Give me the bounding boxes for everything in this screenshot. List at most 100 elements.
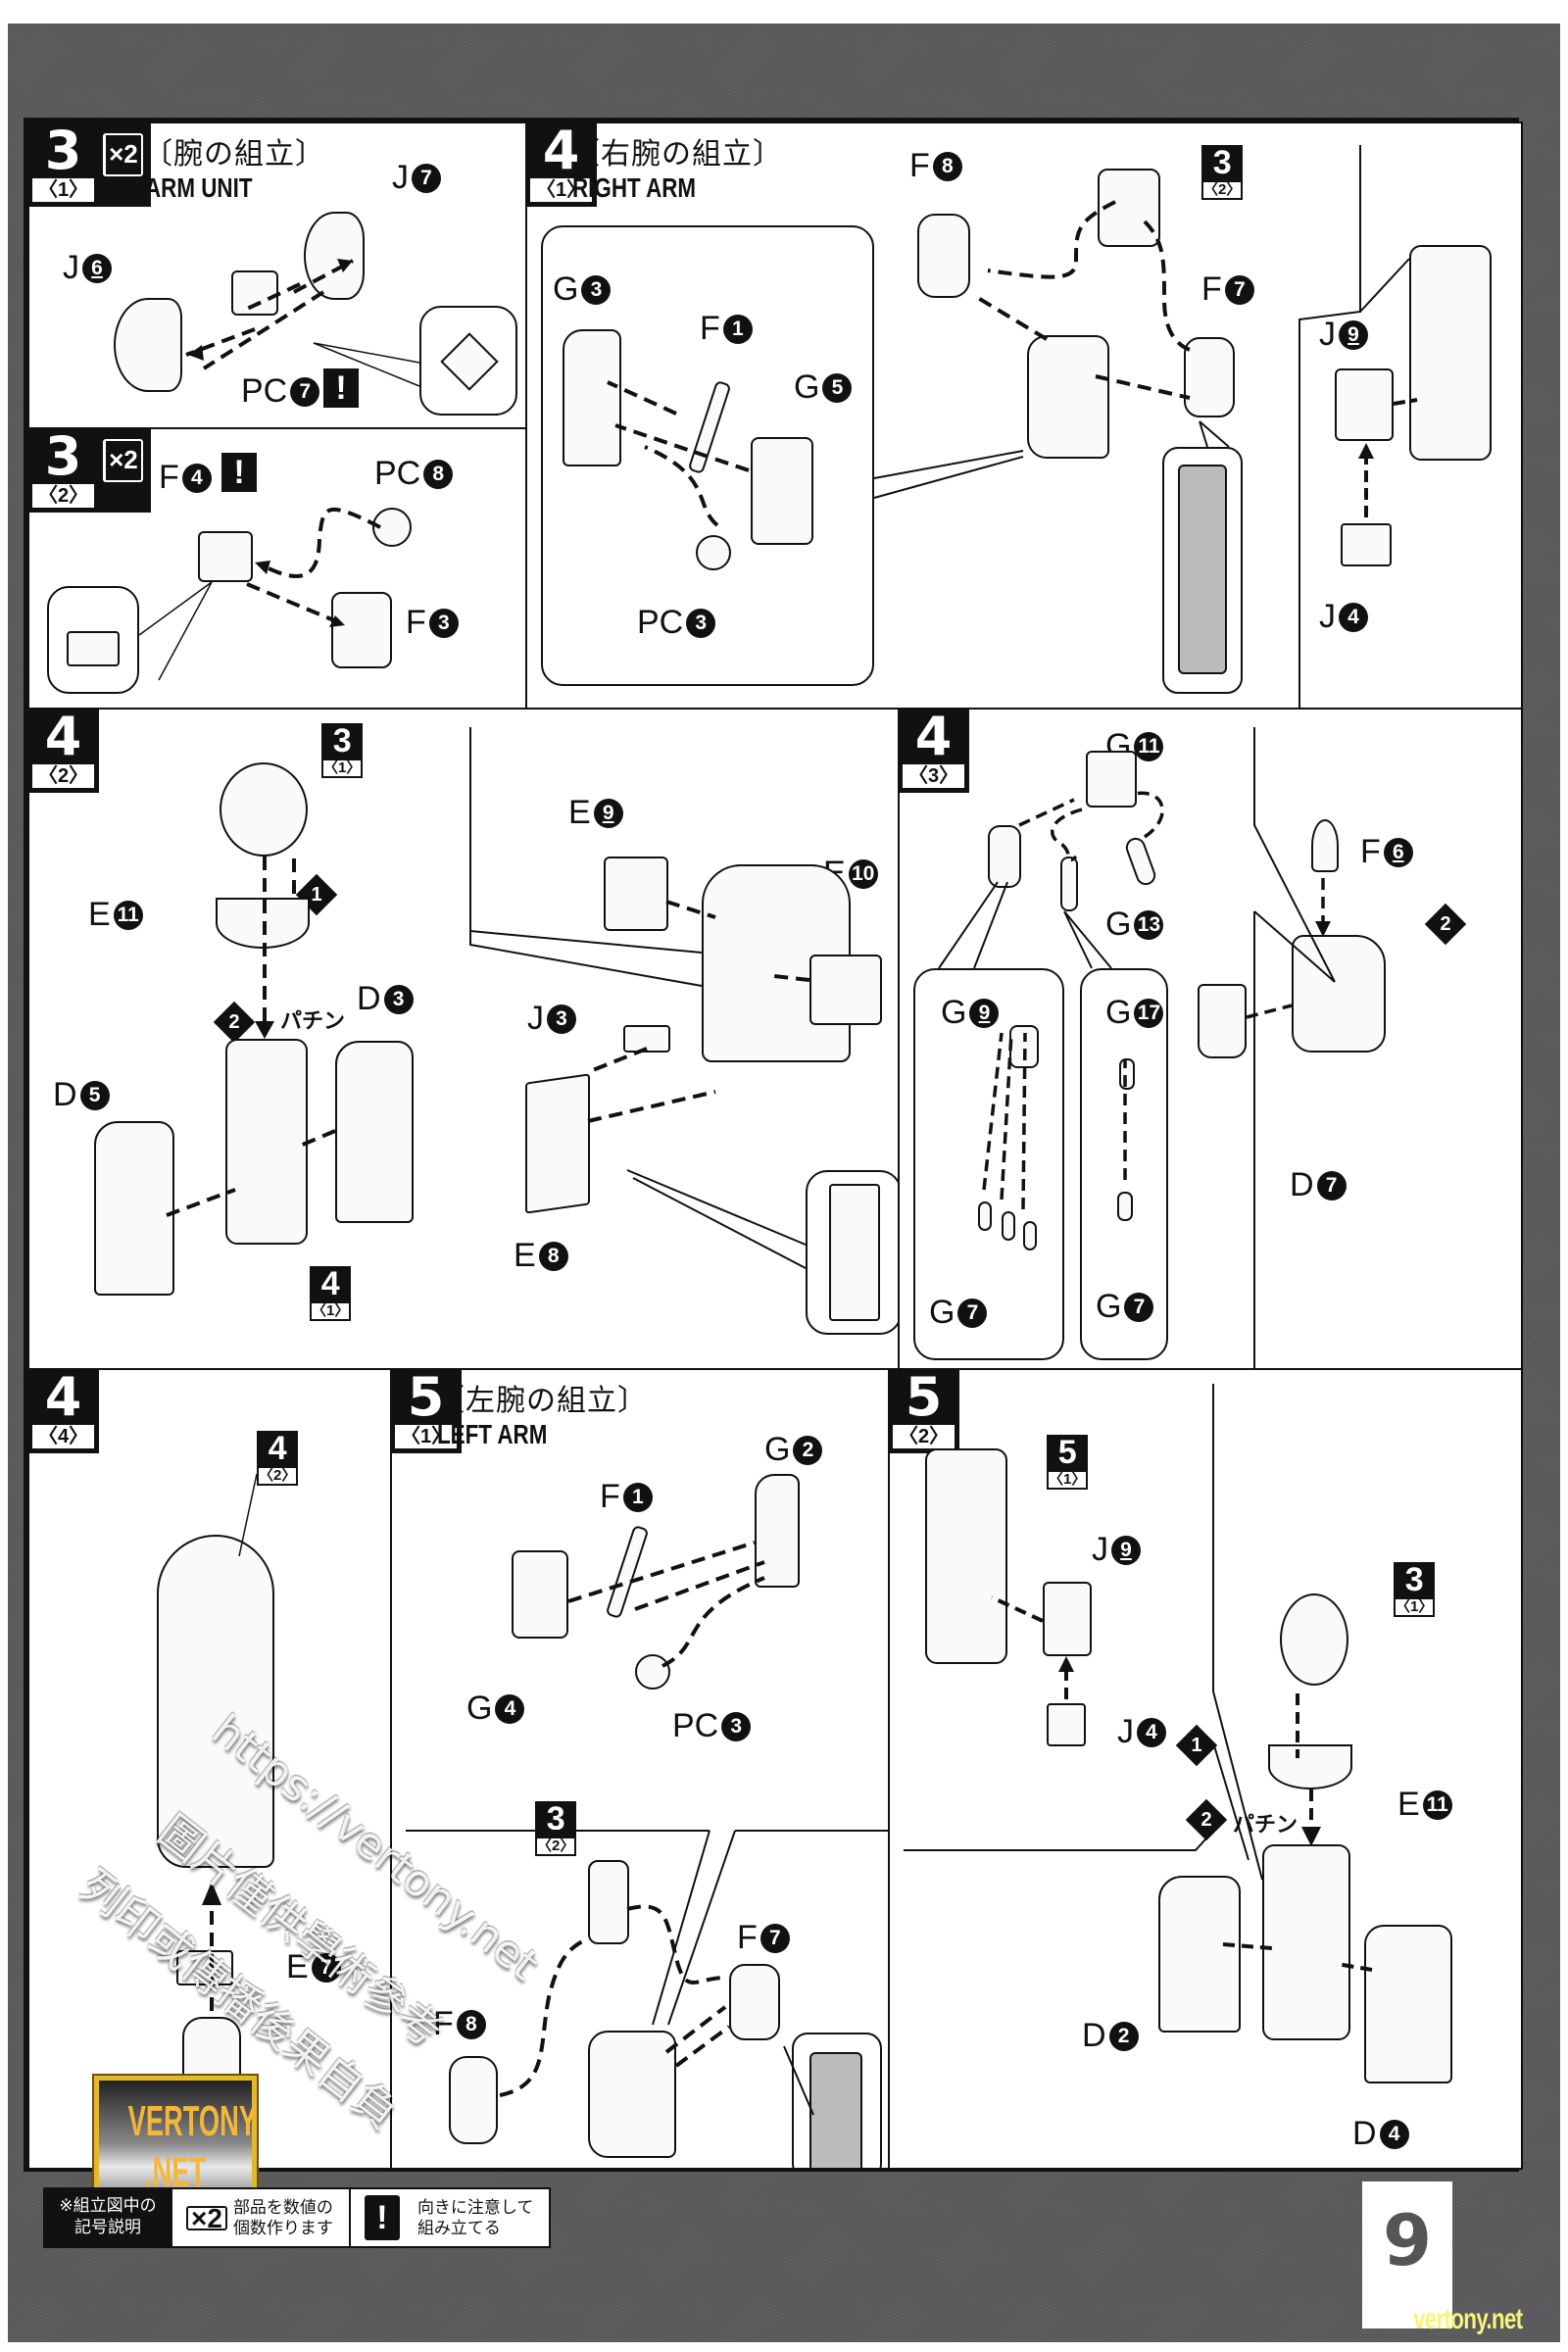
part-j9-drawing <box>1043 1582 1092 1656</box>
shoulder-ball-drawing <box>220 762 308 857</box>
multiplier-x2-icon: ×2 <box>103 439 143 482</box>
sub-assembly-3-2-drawing <box>588 1860 629 1944</box>
part-pc7-drawing <box>231 270 278 316</box>
hatched-detail-drawing <box>1178 465 1227 674</box>
arm-assembly-drawing <box>925 1448 1007 1664</box>
caution-icon: ! <box>323 368 359 408</box>
upper-arm-drawing <box>1262 1844 1350 2040</box>
part-j3-drawing <box>623 1025 670 1053</box>
step-number: 4 <box>44 1368 82 1428</box>
reference-step-badge: 3〈2〉 <box>535 1800 577 1856</box>
step-title-jp: 〔腕の組立〕 <box>143 138 325 171</box>
part-f7-drawing <box>1184 337 1235 417</box>
step-4-2-panel: 4 〈2〉 3〈1〉 4〈1〉 E11 D3 D5 E9 E10 J3 E8 1… <box>27 708 900 1370</box>
step-number: 3 <box>44 427 82 487</box>
legend-x2-text: 部品を数値の個数作ります <box>232 2198 333 2237</box>
hatched-detail-drawing <box>809 2052 862 2168</box>
reference-step-badge: 3〈1〉 <box>321 722 364 778</box>
reference-step-badge: 4〈2〉 <box>257 1430 299 1486</box>
part-g11-drawing <box>1086 751 1137 808</box>
detail-inset <box>792 2033 882 2168</box>
step-sub-number: 〈3〉 <box>901 762 967 790</box>
reference-step-badge: 3〈1〉 <box>1394 1561 1436 1617</box>
arm-assembly-drawing <box>1409 245 1492 461</box>
part-j6-drawing <box>114 298 182 392</box>
part-j7-drawing <box>304 212 365 300</box>
part-d5-drawing <box>94 1121 174 1296</box>
part-pc3-drawing <box>696 535 731 570</box>
legend-heading: ※組立図中の 記号説明 <box>45 2189 171 2246</box>
step-sub-number: 〈1〉 <box>528 176 595 204</box>
legend-caution-entry: ! 向きに注意して組み立てる <box>348 2189 550 2246</box>
detail-inset <box>806 1170 898 1335</box>
step-number: 4 <box>542 122 580 181</box>
part-g3-drawing <box>563 329 621 466</box>
detail-inset <box>47 586 139 694</box>
part-d7-drawing <box>1198 984 1247 1058</box>
part-g4-drawing <box>512 1550 568 1639</box>
multiplier-x2-icon: ×2 <box>186 2204 227 2231</box>
e8-detail-drawing <box>829 1184 880 1321</box>
part-f1-drawing <box>605 1524 650 1620</box>
step-sub-number: 〈2〉 <box>891 1423 957 1450</box>
step-badge: 4 〈4〉 <box>29 1368 100 1453</box>
part-e8-drawing <box>525 1073 590 1214</box>
part-f3-drawing <box>331 592 392 668</box>
part-e11-drawing <box>216 898 310 949</box>
caution-icon: ! <box>221 453 257 492</box>
part-e11-drawing <box>1268 1744 1352 1789</box>
part-g9-drawing <box>1009 1025 1039 1068</box>
detail-inset <box>419 306 517 416</box>
sub-assembly-3-2-drawing <box>1098 169 1160 247</box>
step-title-en: RIGHT ARM <box>572 172 697 203</box>
part-f8-drawing <box>449 2056 498 2144</box>
part-g5-drawing <box>751 437 813 545</box>
order-marker: 2 <box>1424 903 1467 946</box>
part-j4-drawing <box>1047 1703 1086 1746</box>
step-sub-number: 〈4〉 <box>30 1423 97 1450</box>
sub-assembly-inset <box>1080 968 1168 1360</box>
symbol-legend: ※組立図中の 記号説明 ×2 部品を数値の個数作ります ! 向きに注意して組み立… <box>43 2187 552 2248</box>
step-number: 5 <box>905 1368 943 1428</box>
part-g7-drawing <box>1023 1221 1037 1250</box>
part-pc8-drawing <box>372 508 412 547</box>
step-title-jp: 〔右腕の組立〕 <box>570 138 783 171</box>
upper-arm-drawing <box>1027 335 1109 459</box>
part-pc3-drawing <box>635 1654 670 1690</box>
sub-assembly-inset <box>913 968 1064 1360</box>
order-marker: 2 <box>213 1001 256 1044</box>
step-number: 4 <box>914 708 953 767</box>
page-number: 9 <box>1362 2181 1452 2328</box>
part-f8-drawing <box>917 214 970 298</box>
part-j4-drawing <box>1341 523 1392 566</box>
step-sub-number: 〈1〉 <box>393 1423 460 1450</box>
